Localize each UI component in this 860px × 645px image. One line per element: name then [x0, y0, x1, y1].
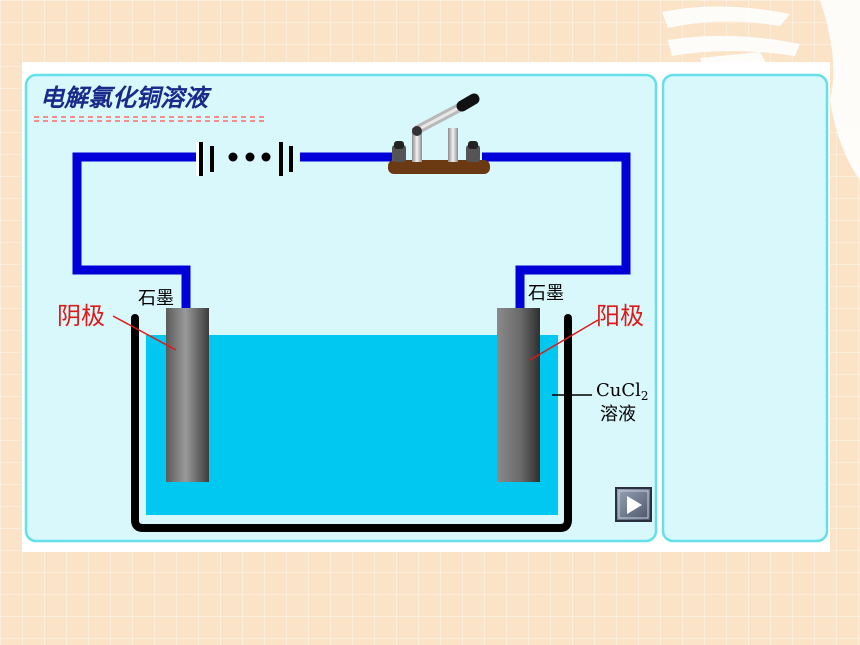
beaker	[131, 314, 572, 532]
diagram-title: 电解氯化铜溶液	[40, 83, 212, 112]
solution-word-label: 溶液	[600, 404, 636, 425]
circuit-wire	[72, 152, 631, 308]
graphite-anode-rod	[497, 308, 540, 482]
graphite-label-left: 石墨	[138, 288, 174, 309]
graphite-label-right: 石墨	[528, 283, 564, 304]
side-panel	[661, 73, 829, 543]
anode-label: 阳极	[596, 302, 644, 330]
graphite-cathode-rod	[166, 308, 209, 482]
play-button[interactable]	[615, 487, 652, 522]
cucl2-solution	[146, 335, 558, 515]
battery-icon	[196, 142, 293, 176]
solution-formula-label: CuCl2	[596, 380, 649, 403]
play-icon	[627, 496, 642, 514]
cathode-pointer-line	[112, 315, 177, 351]
knife-switch-icon	[388, 93, 490, 174]
anode-pointer-line	[529, 319, 599, 361]
cathode-label: 阴极	[57, 302, 105, 330]
